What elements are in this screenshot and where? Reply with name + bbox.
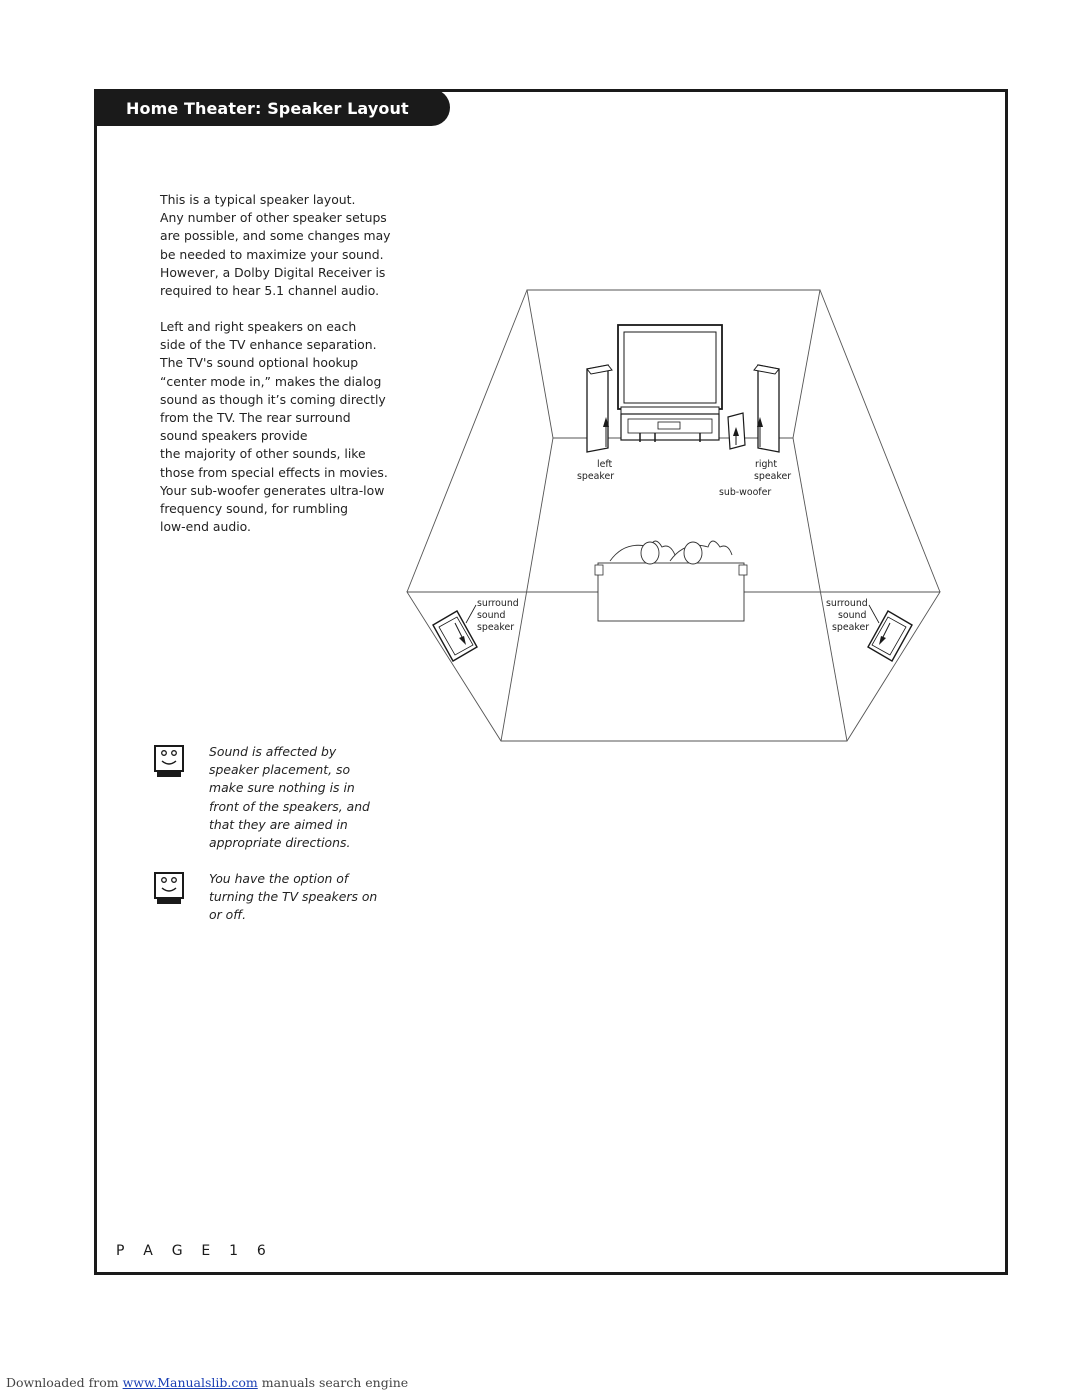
page-title: Home Theater: Speaker Layout xyxy=(126,99,409,118)
subwoofer-icon xyxy=(727,412,746,450)
room-outline xyxy=(406,289,941,742)
surround-right-label-3: speaker xyxy=(832,622,869,633)
note-text-2: You have the option of turning the TV sp… xyxy=(209,871,378,923)
smiley-note-icon xyxy=(154,872,184,904)
download-footer: Downloaded from www.Manualslib.com manua… xyxy=(6,1375,408,1390)
left-speaker-label-1: left xyxy=(597,459,613,470)
surround-left-label-3: speaker xyxy=(477,622,514,633)
tv-icon xyxy=(617,324,723,442)
surround-left-speaker-icon xyxy=(432,604,478,662)
page-border xyxy=(94,89,1008,1275)
surround-right-label-2: sound xyxy=(838,610,867,621)
section-header-tab xyxy=(94,89,450,126)
manualslib-link[interactable]: www.Manualslib.com xyxy=(122,1375,258,1390)
surround-left-label-2: sound xyxy=(477,610,506,621)
surround-right-label-1: surround xyxy=(826,598,868,609)
speaker-layout-diagram: left speaker right speaker sub-woofer su… xyxy=(406,289,941,742)
surround-left-label-1: surround xyxy=(477,598,519,609)
footer-suffix: manuals search engine xyxy=(257,1375,409,1390)
right-speaker-label-2: speaker xyxy=(754,471,791,482)
couch-icon xyxy=(594,540,748,622)
page-number: P A G E 1 6 xyxy=(116,1243,273,1259)
intro-paragraph-2: Left and right speakers on each side of … xyxy=(160,319,388,535)
smiley-note-icon xyxy=(154,745,184,777)
left-speaker-icon xyxy=(586,364,613,453)
intro-paragraph-1: This is a typical speaker layout. Any nu… xyxy=(160,192,391,299)
note-text-1: Sound is affected by speaker placement, … xyxy=(209,744,370,851)
subwoofer-label: sub-woofer xyxy=(719,487,771,498)
surround-right-speaker-icon xyxy=(867,604,913,662)
right-speaker-icon xyxy=(753,364,780,453)
left-speaker-label-2: speaker xyxy=(577,471,614,482)
footer-prefix: Downloaded from xyxy=(6,1375,123,1390)
right-speaker-label-1: right xyxy=(755,459,777,470)
